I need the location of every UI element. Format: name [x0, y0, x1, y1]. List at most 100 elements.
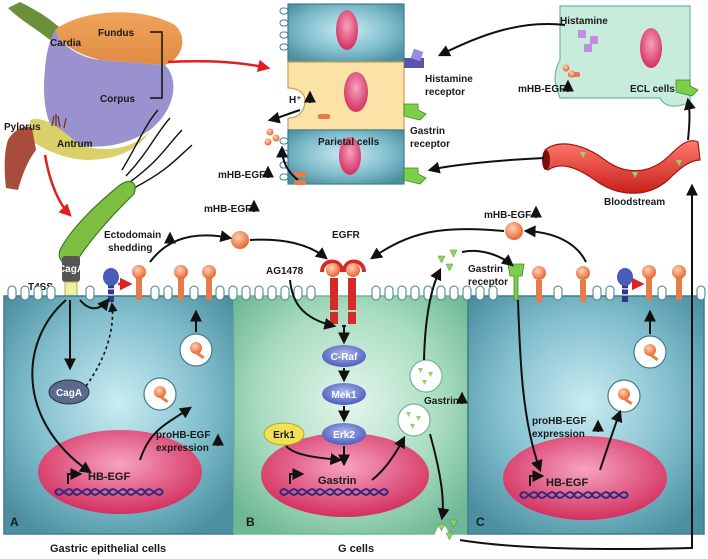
ecl-ligands [562, 64, 576, 78]
panel-a-letter: A [10, 515, 19, 529]
cell-c-vesicle-ligands [618, 344, 659, 406]
microvillus [85, 285, 95, 301]
microvillus [280, 285, 290, 301]
microvillus [488, 285, 498, 301]
microvillus [306, 285, 316, 301]
gastrin-gene-label: Gastrin [318, 475, 357, 487]
panel-b-title: G cells [338, 543, 374, 555]
bracket [150, 31, 163, 99]
microvillus [553, 285, 563, 301]
free-to-egfr-arrow [249, 238, 328, 260]
ectodomain-label-2: shedding [108, 243, 152, 254]
histamine-to-receptor-arrow [437, 23, 566, 57]
gastrin-to-vesicle-arrow [371, 435, 406, 481]
cell-b-vesicle-gastrin [406, 368, 433, 429]
ag1478-inhibition-line [289, 279, 337, 330]
bloodstream-vessel [544, 140, 701, 194]
shedding-to-free-arrow [149, 230, 233, 263]
microvillus [163, 285, 173, 301]
mhb-egf-top-left-ligands [264, 128, 280, 146]
histamine-receptor-head [410, 48, 424, 62]
ecl-gastrin-receptor [675, 79, 699, 97]
cell-c-nucleus [503, 436, 667, 520]
microvillus [592, 285, 602, 301]
t4ss-to-receptor-arrow [79, 298, 110, 312]
receptor-c-to-hbegf-arrow [517, 299, 543, 473]
vesicle-to-secreted-arrow [423, 267, 442, 361]
t4ss-to-hbegf-arrow [31, 299, 92, 474]
histamine-receptor-shape [404, 58, 424, 68]
microvillus [384, 285, 394, 301]
microvillus [605, 285, 615, 301]
parietal-cell-stack [279, 3, 427, 185]
gastrin-label: Gastrin [424, 396, 459, 407]
microvillus [267, 285, 277, 301]
gastrin-receptor-lower [403, 167, 427, 185]
microvillus [215, 285, 225, 301]
craf-label: C-Raf [331, 352, 358, 363]
gastrin-to-receptor-c-arrow [461, 249, 514, 267]
lower-cell-to-ligands-arrow [276, 145, 299, 181]
h-pylori-bacterium: CagA [58, 109, 193, 305]
erk1-label: Erk1 [273, 430, 295, 441]
cell-c-promoter-arrow [529, 470, 545, 486]
gastrin-receptor-c-label-1: Gastrin [468, 264, 503, 275]
free-mhb-egf-a [231, 231, 249, 249]
antrum-label: Antrum [57, 139, 93, 150]
mek1-label: Mek1 [331, 390, 356, 401]
apical-microvilli [7, 285, 706, 301]
blood-to-gastrin-receptor-arrow [427, 157, 545, 174]
microvillus [436, 285, 446, 301]
mhb-egf-ecl-label: mHB-EGF [518, 84, 565, 95]
hbegf-a-to-vesicle-arrow [139, 406, 192, 461]
microvillus [228, 285, 238, 301]
panel-c-letter: C [476, 515, 485, 529]
corpus-label: Corpus [100, 94, 135, 105]
erk1-node [263, 422, 305, 446]
parietal-cells-label: Parietal cells [318, 137, 380, 148]
mhb-egf-a-label: mHB-EGF [204, 204, 251, 215]
erk2-node [322, 423, 366, 445]
fundus-region [55, 12, 183, 65]
microvillus [371, 285, 381, 301]
egfr-label: EGFR [332, 230, 361, 241]
caga-bacterium-label: CagA [58, 264, 84, 275]
microvillus [7, 285, 17, 301]
erk1-to-gastrin-arrow [285, 445, 343, 466]
cell-c [467, 295, 705, 535]
blood-to-ecl-arrow [683, 97, 696, 141]
ag1478-label: AG1478 [266, 266, 304, 277]
cell-a [3, 295, 235, 535]
pylorus-label: Pylorus [4, 122, 41, 133]
duodenum [4, 126, 37, 190]
microvillus [241, 285, 251, 301]
antrum-to-cell-arrow [43, 154, 72, 217]
parietal-h-plus-arrow [267, 109, 301, 124]
caga-cell-label: CagA [56, 388, 82, 399]
gastrin-receptor-top-label-2: receptor [410, 139, 450, 150]
hbegf-a-gene-label: HB-EGF [88, 471, 130, 483]
shedding-c-to-free-arrow [523, 225, 587, 263]
microvillus [462, 285, 472, 301]
free-mhb-egf-c [505, 222, 523, 240]
caga-cytoplasm [48, 379, 90, 405]
prohb-c-label-2: expression [532, 429, 585, 440]
vessel-opening [542, 150, 550, 170]
antrum-glands [51, 114, 67, 129]
histamine-receptor-label-1: Histamine [425, 74, 473, 85]
craf-node [322, 345, 366, 367]
hbegf-c-gene-label: HB-EGF [546, 477, 588, 489]
corpus-region [43, 30, 174, 147]
secreted-gastrin-bottom [437, 519, 458, 541]
bloodstream-label: Bloodstream [604, 197, 665, 208]
mhb-egf-lower-cell [294, 172, 306, 185]
caga-to-receptor-dashed [85, 302, 118, 387]
prohb-c-label-1: proHB-EGF [532, 416, 586, 427]
fundus-label: Fundus [98, 28, 135, 39]
cell-a-promoter-arrow [67, 468, 83, 484]
bloodstream-gastrin [580, 152, 682, 178]
free-c-to-egfr-arrow [370, 228, 505, 260]
histamine-receptor-label-2: receptor [425, 87, 465, 98]
